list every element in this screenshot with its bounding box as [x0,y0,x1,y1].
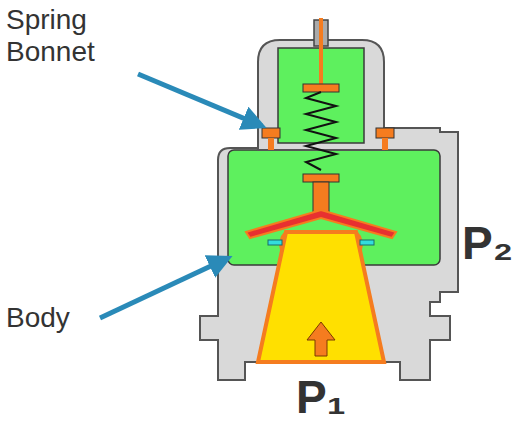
leader-line [138,74,262,126]
nozzle [258,232,384,362]
leader-line [100,258,228,318]
spring [306,92,336,170]
adjusting-screw [319,18,323,88]
bolts [262,128,394,150]
part-name: Spring Bonnet [6,4,156,68]
valve-body-housing [200,128,458,380]
part-name: Body [6,302,106,334]
pressure-label: P₁ [296,372,366,423]
pressure-label: P₂ [462,218,526,269]
lower-spring-plate [303,174,339,182]
upper-spring-plate [303,84,339,92]
flow-arrow [307,322,335,356]
adjusting-ring [360,240,374,245]
disc [246,210,396,238]
adjusting-ring [268,240,282,245]
